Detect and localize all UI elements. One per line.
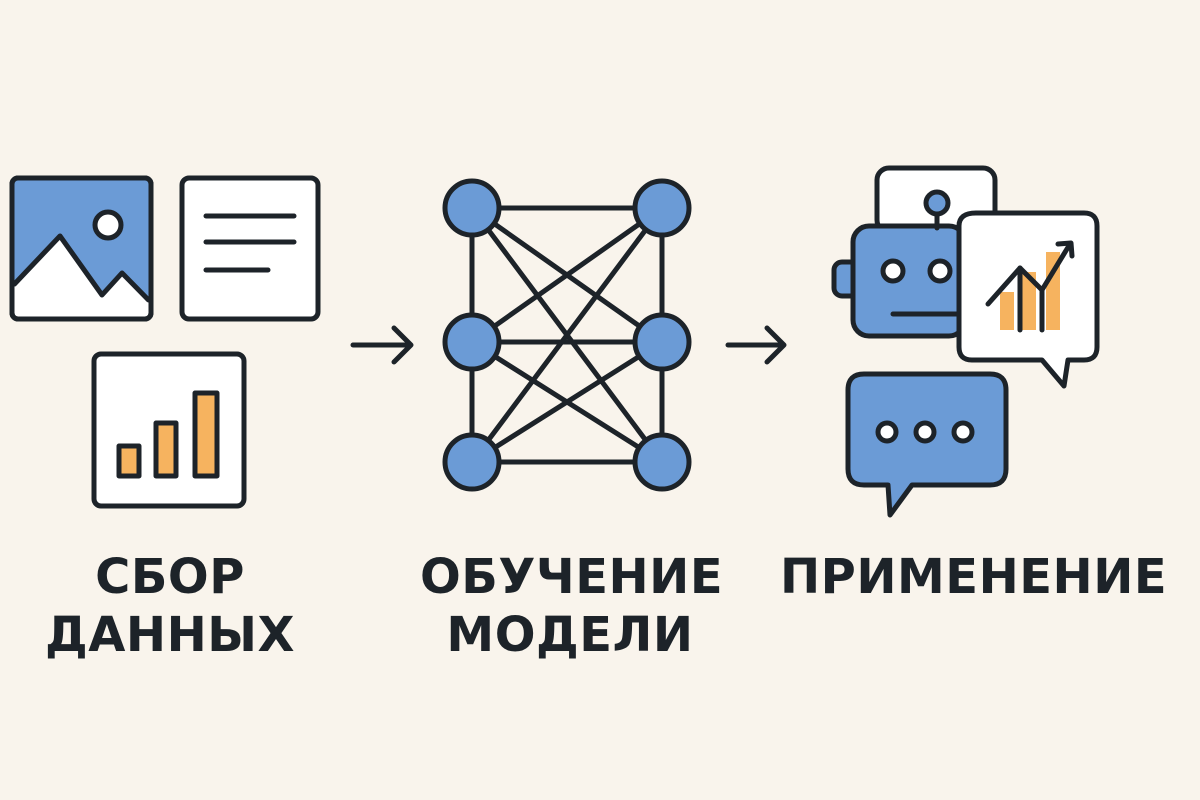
stage-label-line: МОДЕЛИ [446, 607, 694, 663]
network-node [442, 432, 502, 492]
network-connections [469, 205, 665, 465]
network-node [632, 178, 692, 238]
neural-network-icon [442, 178, 692, 492]
network-node [632, 432, 692, 492]
arrow-right-icon [350, 325, 414, 365]
network-node [442, 178, 502, 238]
network-node [632, 312, 692, 372]
stage-label-application: ПРИМЕНЕНИЕ [780, 548, 1168, 606]
stage-label-line: ПРИМЕНЕНИЕ [780, 549, 1168, 605]
network-nodes [442, 178, 692, 492]
network-node [442, 312, 502, 372]
stage-label-data-collection: СБОР ДАННЫХ [40, 548, 300, 664]
bar-chart-icon [91, 351, 247, 509]
chart-speech-bubble-icon [956, 210, 1100, 389]
arrow-right-icon [725, 325, 787, 365]
stage-label-line: ДАННЫХ [45, 607, 295, 663]
stage-label-model-training: ОБУЧЕНИЕ МОДЕЛИ [420, 548, 724, 664]
chat-bubble-icon [845, 371, 1009, 518]
image-icon [9, 175, 154, 322]
text-document-icon [179, 175, 321, 322]
stage-label-line: СБОР [95, 549, 245, 605]
stage-label-line: ОБУЧЕНИЕ [420, 549, 724, 605]
